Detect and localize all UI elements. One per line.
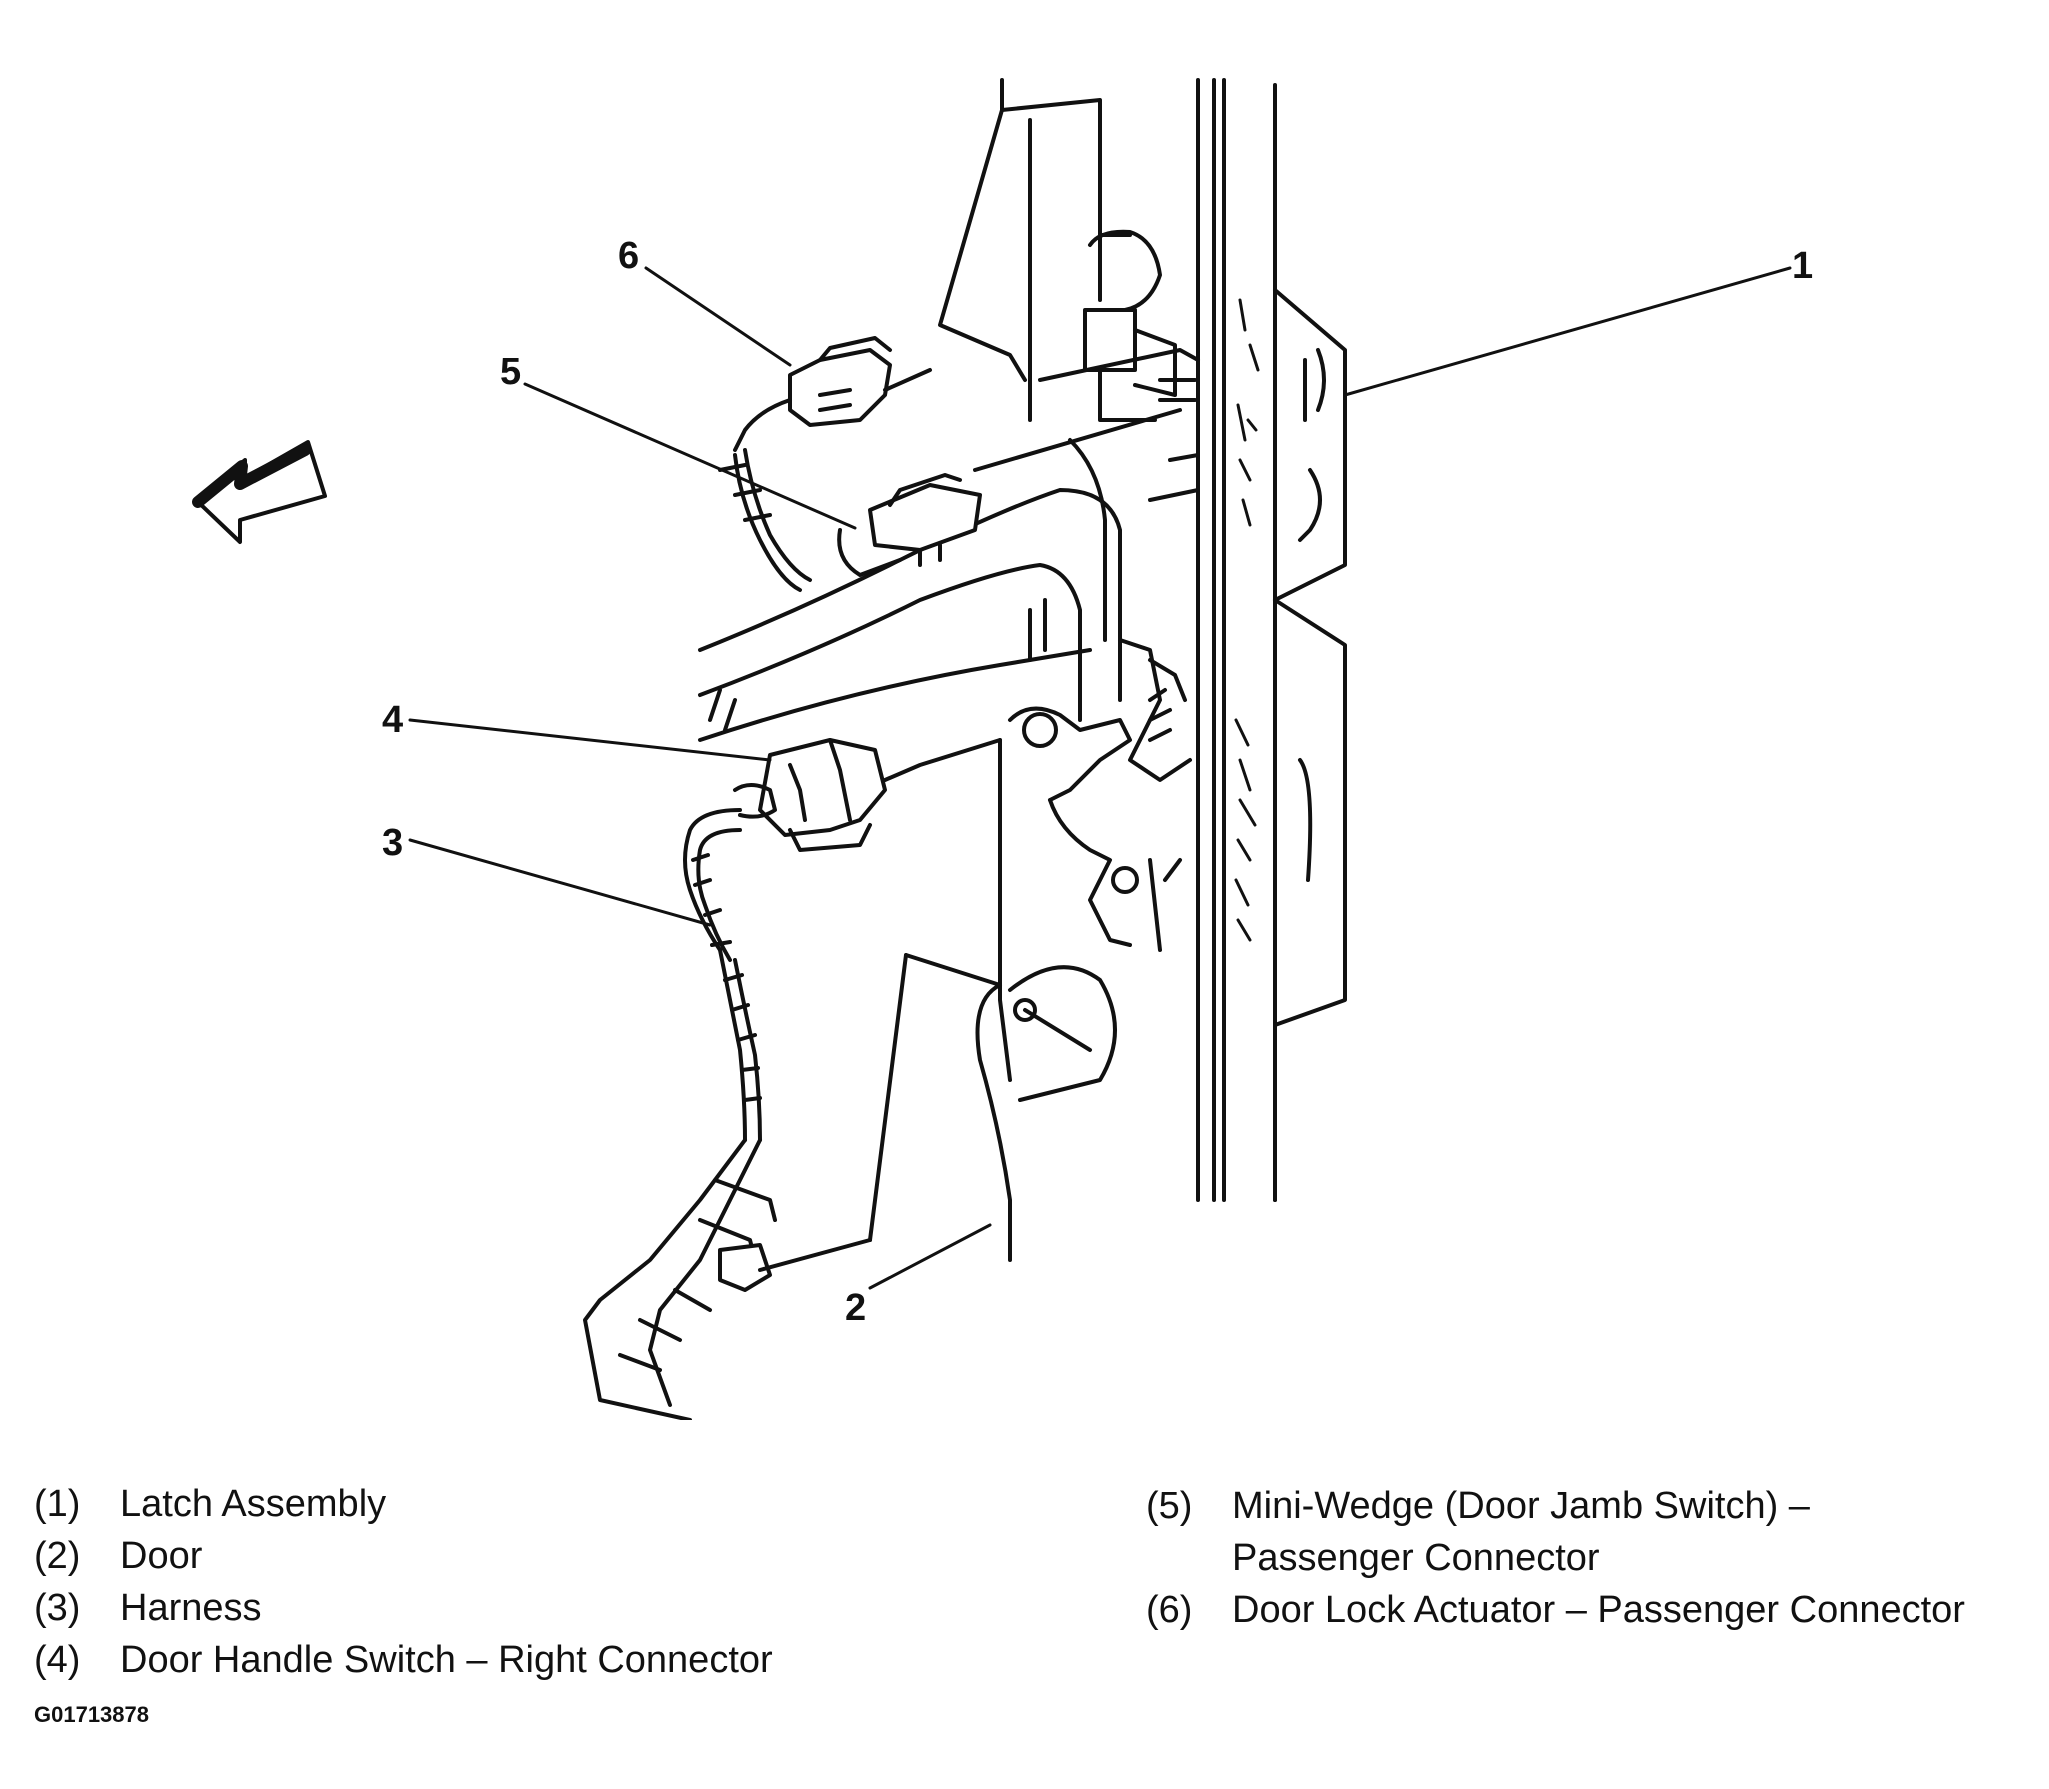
legend-label: Harness	[120, 1587, 262, 1629]
legend-label: Door Lock Actuator – Passenger Connector	[1232, 1589, 1965, 1631]
legend-left-column: (1) Latch Assembly (2) Door (3) Harness …	[34, 1478, 1034, 1686]
legend-number: (3)	[34, 1587, 81, 1629]
legend-number: (2)	[34, 1535, 81, 1577]
door-lower-edge	[868, 738, 1117, 1262]
legend-item-door: (2) Door	[34, 1530, 1034, 1582]
legend-number: (4)	[34, 1639, 81, 1681]
direction-arrow-icon	[192, 440, 327, 544]
legend-label: Door	[120, 1535, 203, 1577]
legend-number: (1)	[34, 1483, 81, 1525]
legend-number: (6)	[1146, 1589, 1193, 1631]
legend-item-latch-assembly: (1) Latch Assembly	[34, 1478, 1034, 1530]
mini-wedge-connector	[837, 473, 982, 577]
door-pillar	[1196, 78, 1277, 1202]
legend-label: Door Handle Switch – Right Connector	[120, 1639, 773, 1681]
callout-4: 4	[382, 699, 403, 741]
callout-6: 6	[618, 235, 639, 277]
callout-3: 3	[382, 822, 403, 864]
latch-assembly	[1008, 229, 1200, 952]
leader-lines	[408, 266, 1792, 1290]
legend-number: (5)	[1146, 1485, 1193, 1527]
door-latch-harness-diagram: 1 2 3 4 5 6	[192, 78, 1813, 1420]
callout-1: 1	[1792, 245, 1813, 287]
legend-item-door-handle-switch: (4) Door Handle Switch – Right Connector	[34, 1634, 1034, 1686]
legend-label: Latch Assembly	[120, 1483, 387, 1525]
legend-right-column: (5) Mini-Wedge (Door Jamb Switch) – Pass…	[1146, 1480, 2046, 1636]
callout-5: 5	[500, 351, 521, 393]
door-inner-panel	[938, 78, 1347, 1202]
figure-id: G01713878	[34, 1702, 149, 1727]
legend-item-harness: (3) Harness	[34, 1582, 1034, 1634]
callout-2: 2	[845, 1287, 866, 1329]
door-lock-actuator-connector	[733, 336, 932, 452]
legend-item-mini-wedge: (5) Mini-Wedge (Door Jamb Switch) – Pass…	[1146, 1480, 2046, 1584]
door-handle-switch-connector	[733, 738, 1002, 852]
legend-label: Mini-Wedge (Door Jamb Switch) – Passenge…	[1232, 1485, 1810, 1579]
pillar-markings	[1234, 298, 1260, 942]
wiring-harness	[583, 448, 872, 1420]
legend-item-door-lock-actuator: (6) Door Lock Actuator – Passenger Conne…	[1146, 1584, 2046, 1636]
